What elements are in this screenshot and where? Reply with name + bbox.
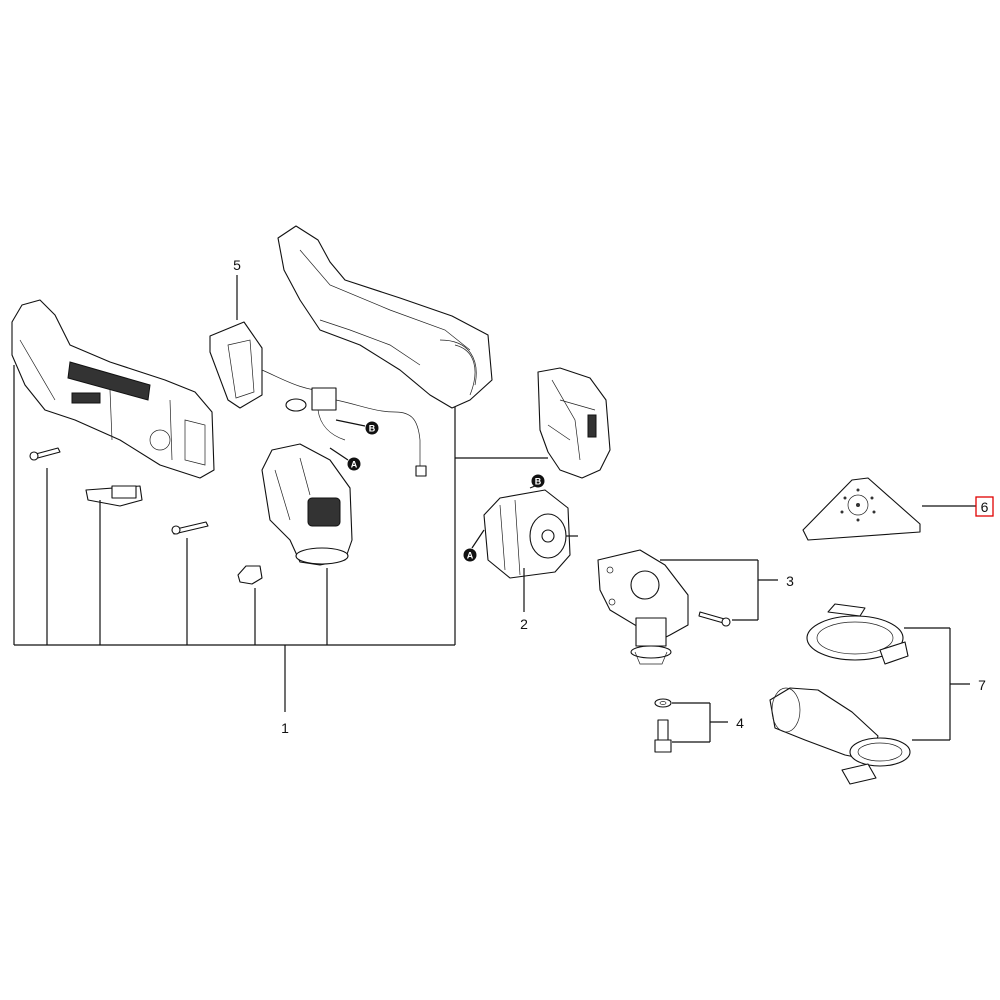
- callout-bracket-1: [13, 365, 548, 712]
- callout-bracket-4: [672, 702, 728, 743]
- housing-half-right[interactable]: [277, 225, 493, 409]
- connector-a-upper: A: [329, 447, 361, 471]
- washer[interactable]: [654, 698, 672, 708]
- screw-left-upper[interactable]: [29, 447, 61, 461]
- connector-b-motor-label: B: [535, 477, 542, 487]
- connector-a-motor: A: [463, 529, 485, 562]
- callout-3[interactable]: 3: [786, 573, 794, 589]
- dust-extraction-nozzle[interactable]: [769, 687, 911, 785]
- callout-1[interactable]: 1: [281, 720, 289, 736]
- callout-4[interactable]: 4: [736, 715, 744, 731]
- callout-6-highlight: [975, 496, 994, 517]
- callout-bracket-7: [904, 627, 970, 741]
- callout-5[interactable]: 5: [233, 257, 241, 273]
- dust-adapter-ring[interactable]: [806, 603, 909, 665]
- lock-button[interactable]: [237, 565, 263, 585]
- screw-left-lower[interactable]: [171, 521, 209, 535]
- motor[interactable]: [483, 489, 578, 579]
- callout-2[interactable]: 2: [520, 616, 528, 632]
- callout-6[interactable]: 6: [981, 499, 989, 515]
- sanding-pad[interactable]: [802, 477, 921, 541]
- switch-assembly[interactable]: [209, 321, 427, 477]
- connector-a-label: A: [351, 460, 358, 470]
- bolt[interactable]: [654, 719, 672, 753]
- gear-head[interactable]: [597, 549, 689, 665]
- motor-cover-boot[interactable]: [261, 443, 353, 566]
- housing-half-left[interactable]: [11, 299, 215, 479]
- switch-slider[interactable]: [85, 485, 143, 507]
- callout-7[interactable]: 7: [978, 677, 986, 693]
- callout-bracket-3: [660, 559, 778, 621]
- connector-b-upper: B: [335, 419, 379, 435]
- front-housing[interactable]: [537, 367, 611, 479]
- connector-a-motor-label: A: [467, 551, 474, 561]
- gear-head-screw[interactable]: [698, 611, 731, 627]
- connector-b-motor: B: [529, 474, 545, 489]
- connector-b-label: B: [369, 424, 376, 434]
